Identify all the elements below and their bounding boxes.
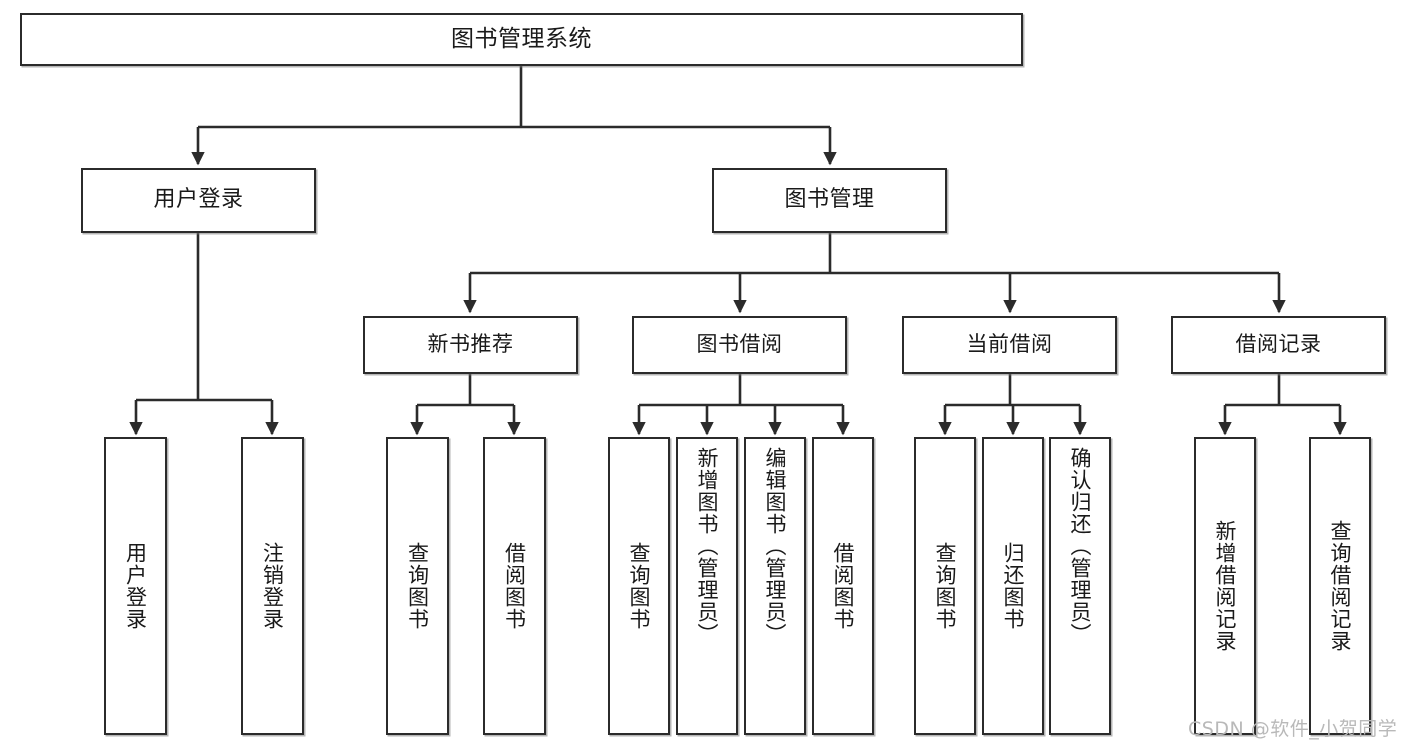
- leaf-borrow-record-add[interactable]: 新增借阅记录: [1194, 437, 1256, 735]
- leaf-user-login-login[interactable]: 用户登录: [104, 437, 167, 735]
- node-label: 用户登录: [123, 542, 148, 630]
- node-label: 图书管理: [784, 187, 875, 213]
- node-label: 借阅图书: [831, 542, 856, 630]
- node-label: 图书管理系统: [451, 25, 592, 52]
- node-root-book-management-system[interactable]: 图书管理系统: [20, 13, 1023, 66]
- leaf-current-borrow-query[interactable]: 查询图书: [914, 437, 976, 735]
- node-label: 注销登录: [260, 542, 285, 630]
- node-new-book-recommend[interactable]: 新书推荐: [363, 316, 578, 374]
- csdn-watermark: CSDN @软件_小贺同学: [1188, 718, 1398, 740]
- node-user-login[interactable]: 用户登录: [81, 168, 316, 233]
- leaf-new-book-query[interactable]: 查询图书: [386, 437, 449, 735]
- node-label: 查询图书: [627, 542, 652, 630]
- node-label: 借阅记录: [1235, 332, 1322, 357]
- leaf-book-borrow-edit[interactable]: 编辑图书（管理员）: [744, 437, 806, 735]
- leaf-current-borrow-confirm-return[interactable]: 确认归还（管理员）: [1049, 437, 1111, 735]
- node-label: 图书借阅: [696, 332, 783, 357]
- leaf-new-book-borrow[interactable]: 借阅图书: [483, 437, 546, 735]
- node-label: 查询图书: [933, 542, 958, 630]
- node-label: 归还图书: [1001, 542, 1026, 630]
- node-label: 新增借阅记录: [1213, 520, 1238, 652]
- node-current-borrow[interactable]: 当前借阅: [902, 316, 1117, 374]
- node-label: 用户登录: [153, 187, 244, 213]
- node-label: 借阅图书: [502, 542, 527, 630]
- node-borrow-record[interactable]: 借阅记录: [1171, 316, 1386, 374]
- leaf-book-borrow-borrow[interactable]: 借阅图书: [812, 437, 874, 735]
- node-label: 查询图书: [405, 542, 430, 630]
- leaf-user-login-logout[interactable]: 注销登录: [241, 437, 304, 735]
- node-label: 编辑图书（管理员）: [763, 447, 788, 645]
- node-label: 查询借阅记录: [1328, 520, 1353, 652]
- node-label: 当前借阅: [966, 332, 1053, 357]
- leaf-current-borrow-return[interactable]: 归还图书: [982, 437, 1044, 735]
- node-label: 新增图书（管理员）: [695, 447, 720, 645]
- node-label: 确认归还（管理员）: [1068, 447, 1093, 645]
- node-label: 新书推荐: [427, 332, 514, 357]
- leaf-book-borrow-add[interactable]: 新增图书（管理员）: [676, 437, 738, 735]
- node-book-borrow[interactable]: 图书借阅: [632, 316, 847, 374]
- node-book-management[interactable]: 图书管理: [712, 168, 947, 233]
- leaf-book-borrow-query[interactable]: 查询图书: [608, 437, 670, 735]
- leaf-borrow-record-query[interactable]: 查询借阅记录: [1309, 437, 1371, 735]
